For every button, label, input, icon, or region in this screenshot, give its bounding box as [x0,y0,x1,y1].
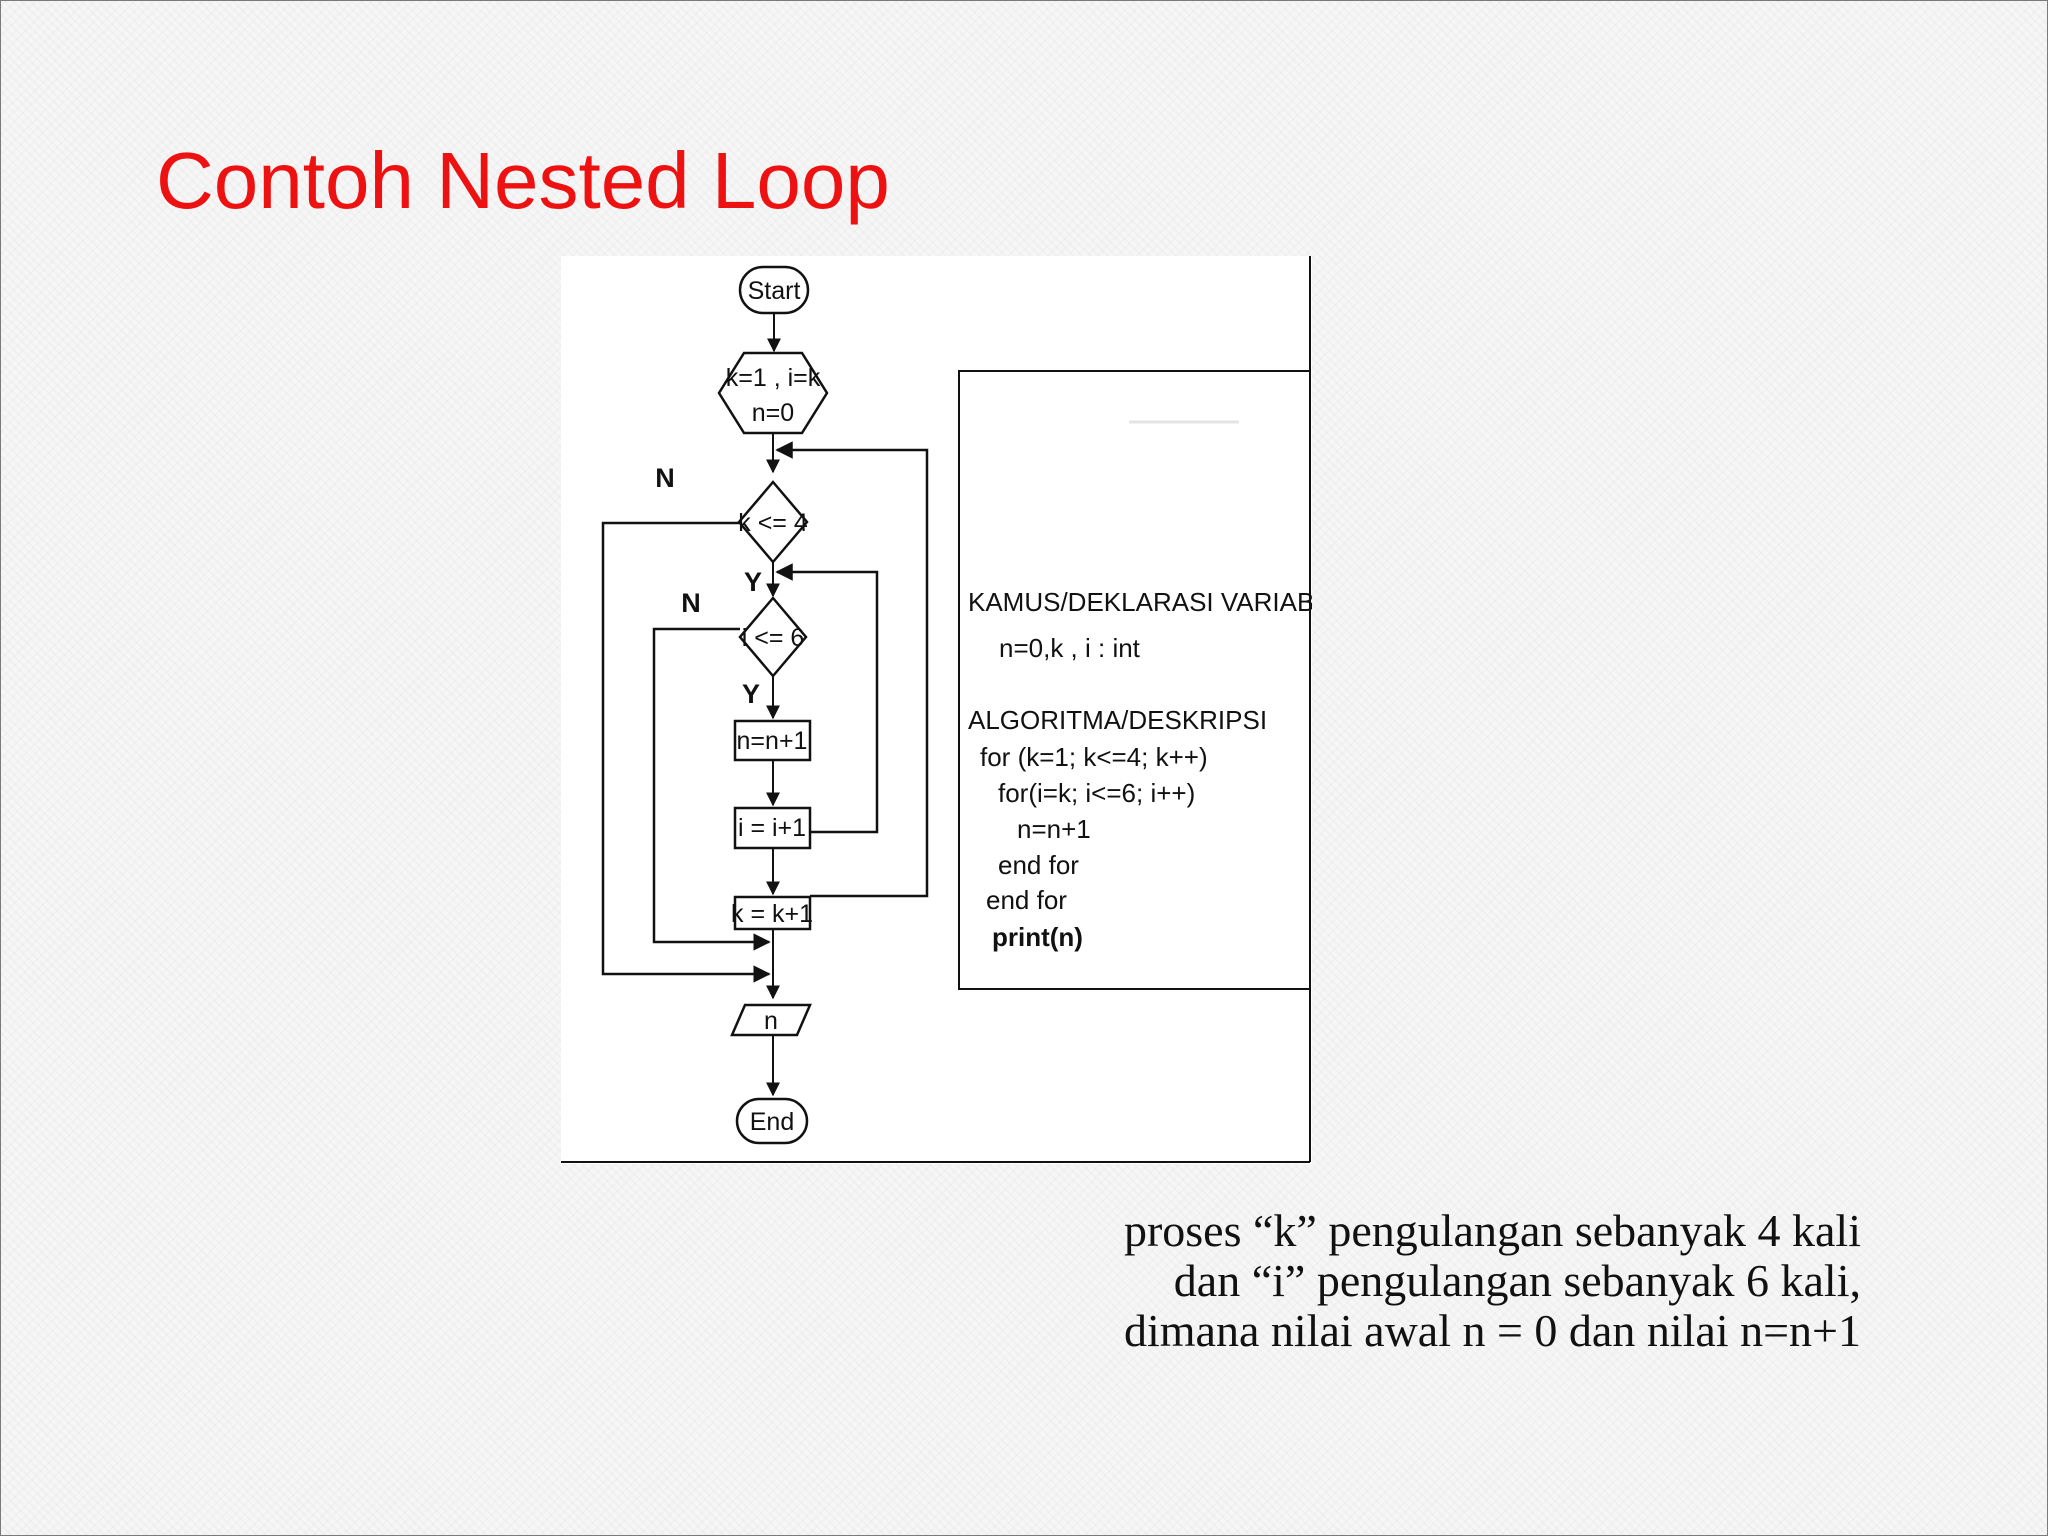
output-parallelogram: n [730,1003,812,1037]
caption-line-1: proses “k” pengulangan sebanyak 4 kali [1123,1205,1861,1256]
outer-condition-label: k <= 4 [738,509,808,537]
slide-title: Contoh Nested Loop [156,136,890,225]
outer-yes-label: Y [744,567,762,597]
code-line-8: end for [986,885,1067,915]
code-line-6: n=n+1 [1017,814,1091,844]
caption: proses “k” pengulangan sebanyak 4 kali d… [1001,1206,1861,1356]
inner-no-branch-connector [652,627,771,951]
process-n: n=n+1 [733,719,812,762]
start-label: Start [748,277,801,305]
output-label: n [764,1007,778,1035]
process-k: k = k+1 [731,895,813,931]
caption-line-2: dan “i” pengulangan sebanyak 6 kali, [1173,1255,1861,1306]
pseudocode-border [958,370,1311,990]
init-line-1: k=1 , i=k [726,364,821,392]
pseudocode-box: KAMUS/DEKLARASI VARIABEL n=0,k , i : int… [958,370,1312,990]
flowchart-figure: Start k=1 , i=k n=0 k <= 4 N Y [561,256,1312,1164]
caption-line-3: dimana nilai awal n = 0 dan nilai n=n+1 [1124,1305,1861,1356]
end-terminal: End [735,1097,809,1145]
process-k-shape [733,895,812,931]
start-terminal: Start [738,265,810,315]
init-line-2: n=0 [752,399,794,427]
inner-condition-label: i <= 6 [742,624,805,652]
process-i-shape [733,806,812,850]
flowchart-svg: Start k=1 , i=k n=0 k <= 4 N Y [561,256,1312,1163]
code-line-9: print(n) [992,922,1083,952]
inner-loop-back-connector [775,563,879,834]
code-line-3: ALGORITMA/DESKRIPSI [968,705,1267,735]
code-line-2: n=0,k , i : int [999,633,1141,663]
outer-no-label: N [655,463,675,493]
outer-loop-back-connector [775,441,929,898]
end-label: End [750,1108,794,1136]
inner-decision: i <= 6 [738,596,808,678]
inner-no-label: N [681,588,701,618]
outer-decision: k <= 4 [737,480,809,564]
end-shape [735,1097,809,1145]
output-shape [730,1003,812,1037]
inner-yes-label: Y [742,679,760,709]
process-n-label: n=n+1 [737,727,808,755]
process-i-label: i = i+1 [738,814,806,842]
code-line-7: end for [998,850,1079,880]
outer-no-branch-connector [601,521,771,983]
code-line-5: for(i=k; i<=6; i++) [998,778,1195,808]
init-preparation: k=1 , i=k n=0 [717,351,829,435]
process-k-label: k = k+1 [731,900,813,928]
process-i: i = i+1 [733,806,812,850]
code-line-1: KAMUS/DEKLARASI VARIABEL [968,587,1312,617]
init-shape [717,351,829,435]
code-line-4: for (k=1; k<=4; k++) [980,742,1208,772]
